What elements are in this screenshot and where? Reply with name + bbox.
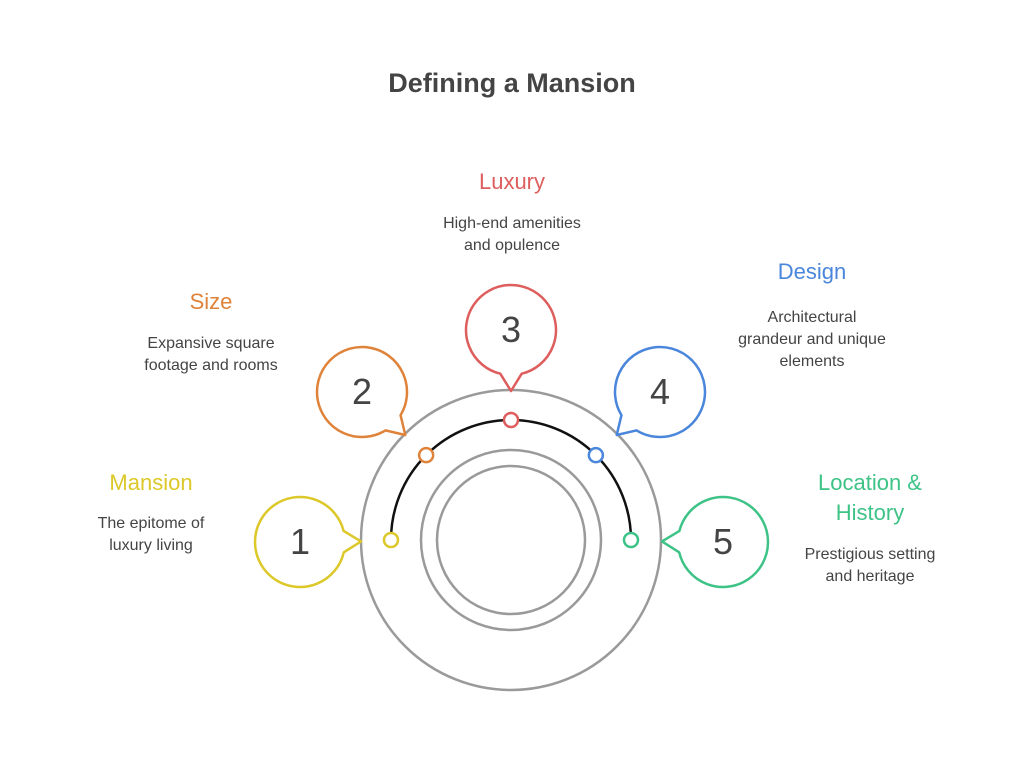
- item-heading: Design: [778, 259, 846, 284]
- item-description: luxury living: [109, 537, 193, 554]
- page-title: Defining a Mansion: [388, 68, 636, 98]
- item-description: The epitome of: [98, 515, 205, 532]
- item-heading: Size: [190, 289, 233, 314]
- item-description: Architectural: [768, 309, 857, 326]
- timeline-arc: [389, 418, 633, 541]
- arc-marker-4: [587, 446, 605, 464]
- arc-marker-2: [417, 446, 435, 464]
- inner-ring: [435, 464, 587, 616]
- item-heading: Location &: [818, 470, 922, 495]
- item-heading: History: [836, 500, 904, 525]
- item-description: Expansive square: [147, 335, 274, 352]
- item-description: grandeur and unique: [738, 331, 886, 348]
- item-description: footage and rooms: [144, 357, 277, 374]
- item-heading: Mansion: [109, 470, 192, 495]
- number-bubble-icon: [464, 283, 558, 393]
- item-description: and opulence: [464, 237, 560, 254]
- number-bubble-icon: [315, 345, 409, 439]
- arc-marker-1: [382, 531, 400, 549]
- item-number: 2: [352, 371, 372, 412]
- item-description: Prestigious setting: [805, 546, 936, 563]
- item-number: 4: [650, 371, 670, 412]
- item-number: 1: [290, 521, 310, 562]
- number-bubble-icon: [660, 495, 770, 589]
- item-heading: Luxury: [479, 169, 545, 194]
- number-bubble-icon: [253, 495, 363, 589]
- item-number: 3: [501, 309, 521, 350]
- item-description: High-end amenities: [443, 215, 581, 232]
- arc-marker-3: [502, 411, 520, 429]
- item-number: 5: [713, 521, 733, 562]
- item-description: elements: [780, 353, 845, 370]
- middle-ring: [419, 448, 603, 632]
- number-bubble-icon: [613, 345, 707, 439]
- item-description: and heritage: [826, 568, 915, 585]
- arc-marker-5: [622, 531, 640, 549]
